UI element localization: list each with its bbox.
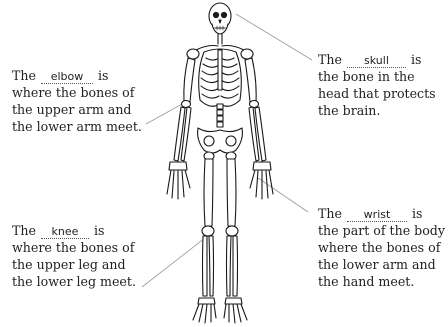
knee-caption: The knee is where the bones of the upper… xyxy=(12,222,136,290)
caption-line: the part of the body xyxy=(318,222,445,239)
caption-line: head that protects xyxy=(318,85,436,102)
caption-line: the brain. xyxy=(318,102,436,119)
right-leg xyxy=(224,152,247,323)
pelvis xyxy=(198,128,243,153)
wrist-caption: The wrist is the part of the body where … xyxy=(318,205,445,290)
caption-line: the upper leg and xyxy=(12,256,136,273)
caption-line: the upper arm and xyxy=(12,101,142,118)
caption-first-line: The wrist is xyxy=(318,205,445,222)
rib-cage xyxy=(199,49,242,106)
caption-line: the lower arm meet. xyxy=(12,118,142,135)
skull-bone xyxy=(209,3,231,34)
caption-first-line: The knee is xyxy=(12,222,136,239)
caption-suffix: is xyxy=(411,52,422,67)
caption-line: the lower leg meet. xyxy=(12,273,136,290)
caption-prefix: The xyxy=(12,223,36,238)
caption-line: the bone in the xyxy=(318,68,436,85)
caption-line: where the bones of xyxy=(12,239,136,256)
elbow-answer: elbow xyxy=(41,70,93,84)
skeleton-figure xyxy=(167,3,273,323)
caption-prefix: The xyxy=(12,68,36,83)
caption-first-line: The skull is xyxy=(318,51,436,68)
caption-suffix: is xyxy=(94,223,105,238)
elbow-caption: The elbow is where the bones of the uppe… xyxy=(12,67,142,135)
caption-suffix: is xyxy=(412,206,423,221)
caption-line: where the bones of xyxy=(12,84,142,101)
caption-suffix: is xyxy=(98,68,109,83)
caption-line: where the bones of xyxy=(318,239,445,256)
leader-line-wrist xyxy=(258,178,308,212)
caption-prefix: The xyxy=(318,52,342,67)
caption-first-line: The elbow is xyxy=(12,67,142,84)
caption-line: the hand meet. xyxy=(318,273,445,290)
caption-line: the lower arm and xyxy=(318,256,445,273)
knee-answer: knee xyxy=(41,225,89,239)
skull-answer: skull xyxy=(347,54,406,68)
skull-caption: The skull is the bone in the head that p… xyxy=(318,51,436,119)
left-leg xyxy=(193,152,216,323)
wrist-answer: wrist xyxy=(347,208,407,222)
right-arm xyxy=(245,58,273,199)
leader-line-elbow xyxy=(146,103,184,124)
spine xyxy=(217,104,223,127)
caption-prefix: The xyxy=(318,206,342,221)
left-arm xyxy=(167,58,195,199)
leader-line-knee xyxy=(142,238,205,287)
